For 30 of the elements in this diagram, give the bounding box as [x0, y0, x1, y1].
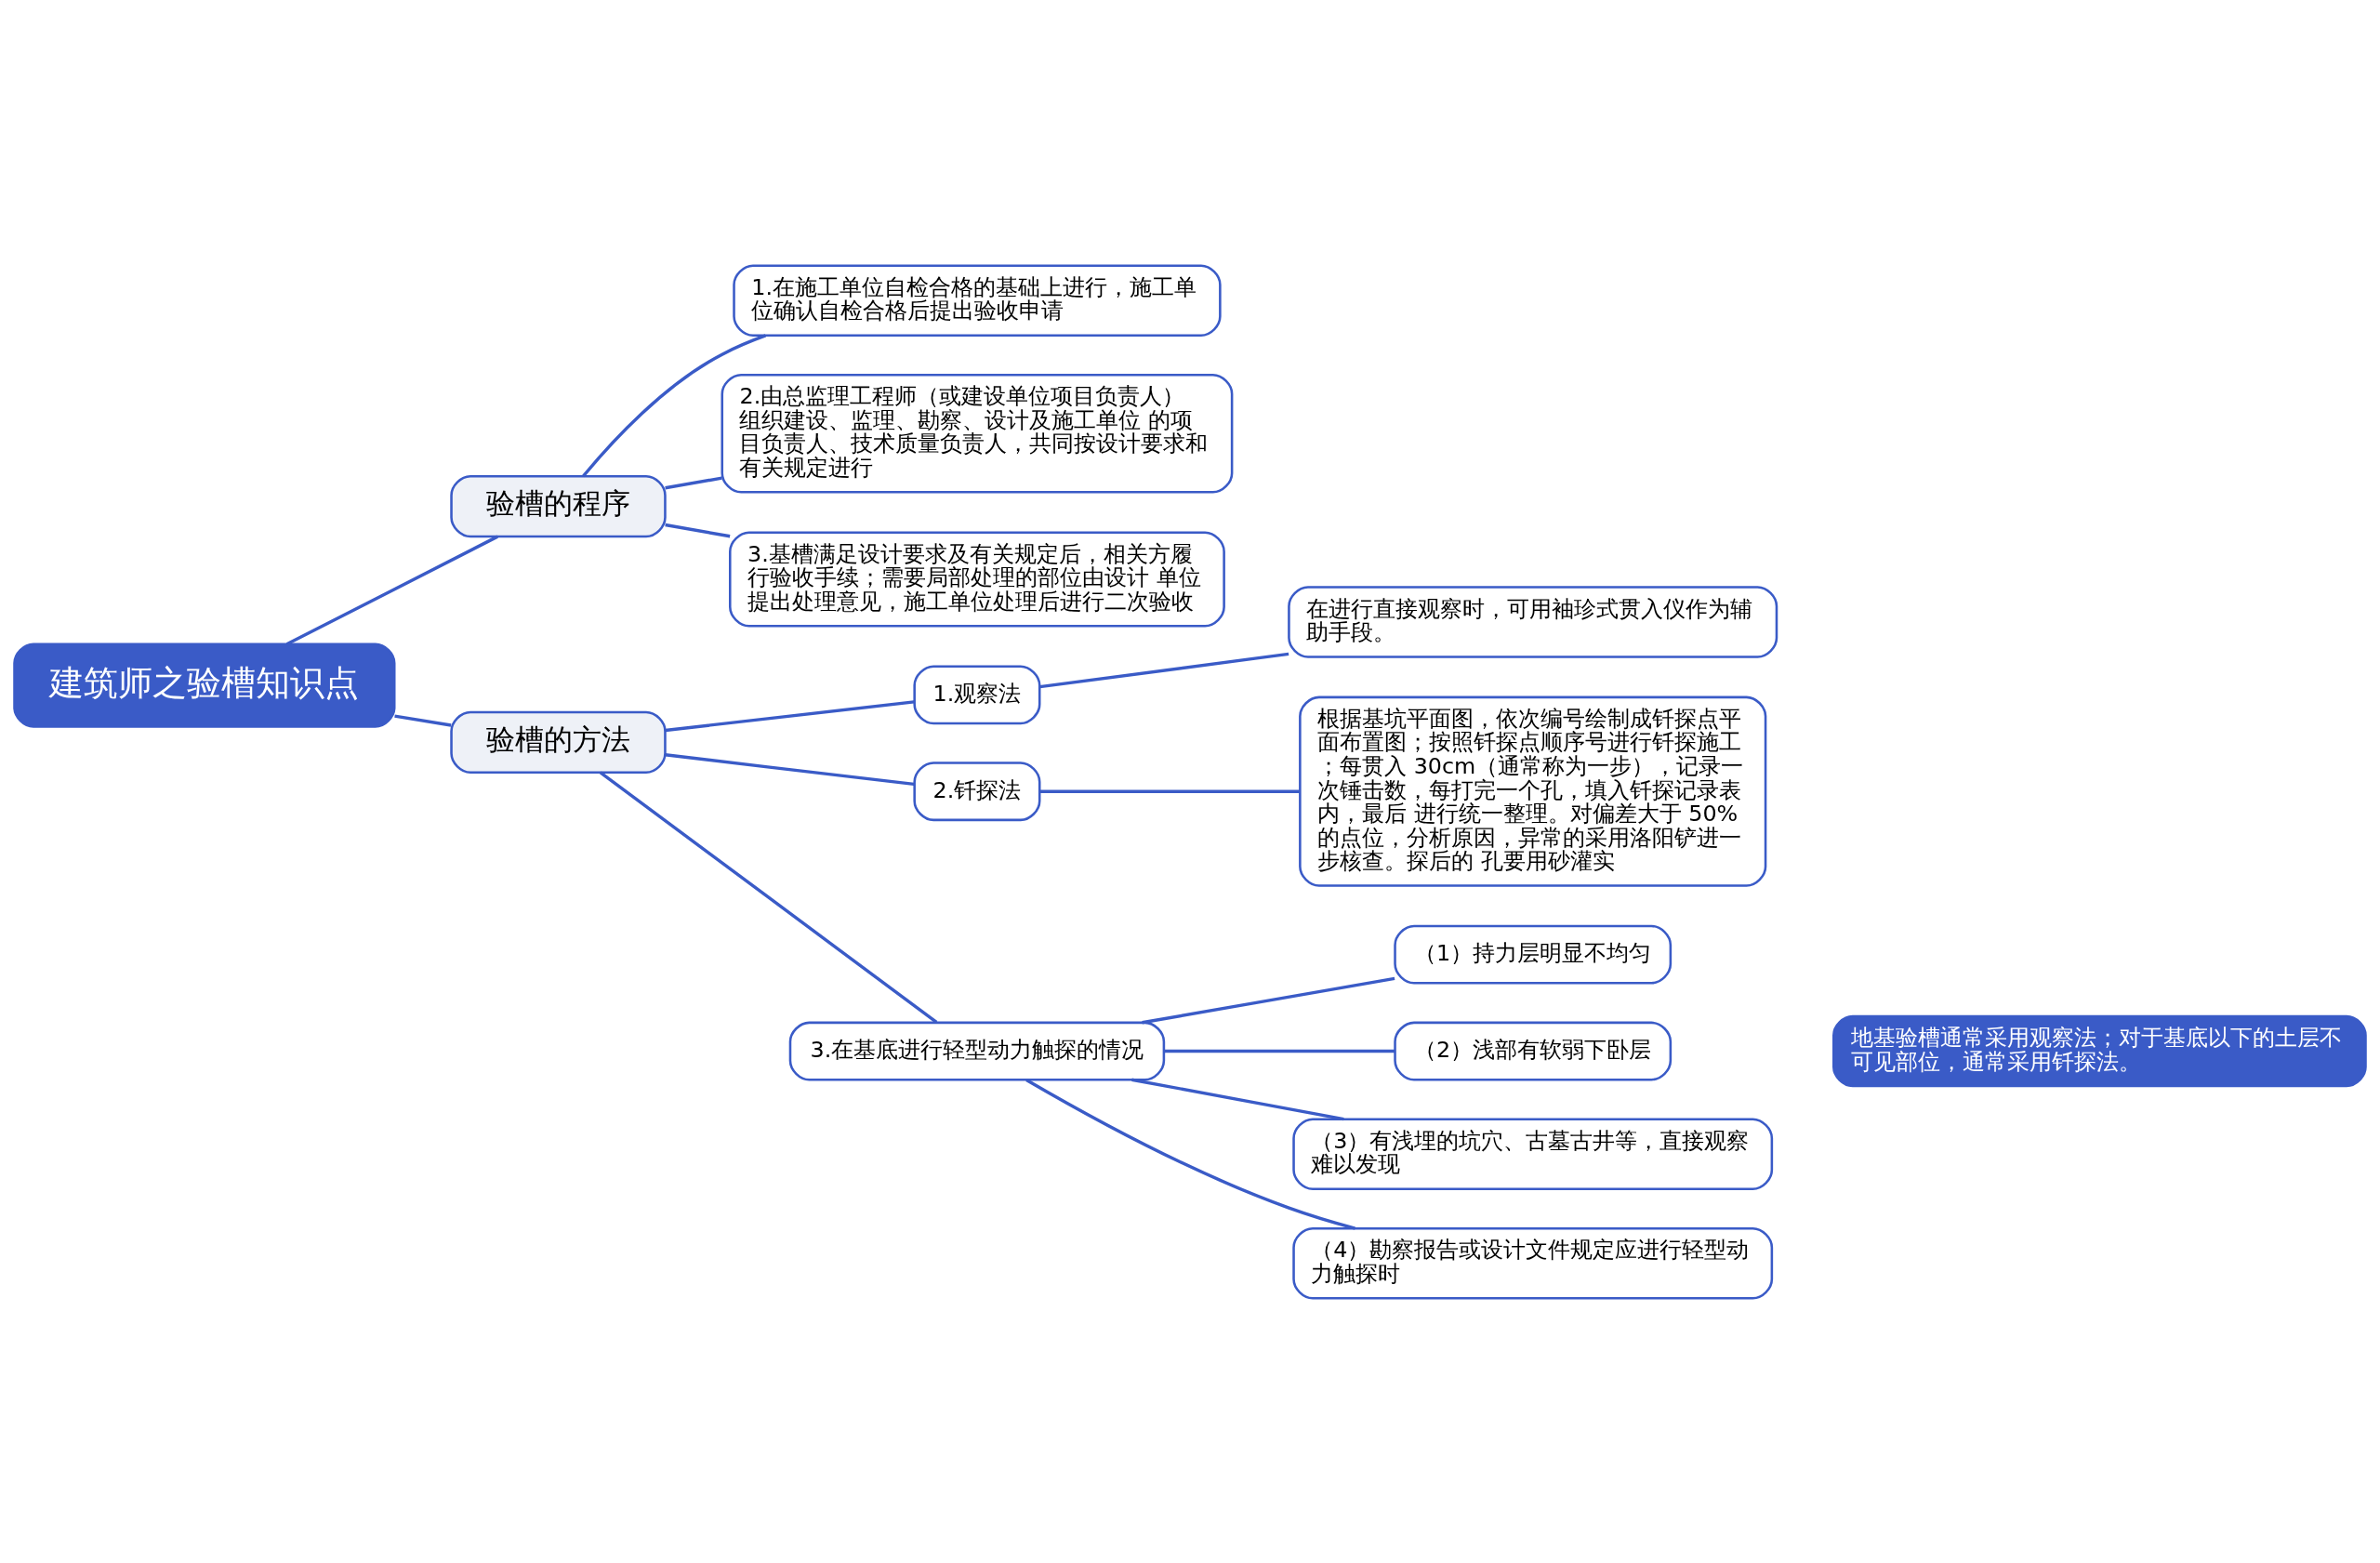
node-box: （3）有浅埋的坑穴、古墓古井等，直接观察难以发现	[1292, 1117, 1774, 1190]
connector	[285, 535, 498, 645]
node-box: （4）勘察报告或设计文件规定应进行轻型动力触探时	[1292, 1226, 1774, 1299]
node-box: 1.在施工单位自检合格的基础上进行，施工单位确认自检合格后提出验收申请	[733, 264, 1222, 337]
node-box: 验槽的方法	[450, 710, 667, 774]
node-box: 2.钎探法	[913, 761, 1041, 821]
connector	[582, 333, 767, 477]
connector	[1164, 1049, 1395, 1053]
node-box: 地基验槽通常采用观察法；对于基底以下的土层不可见部位，通常采用钎探法。	[1832, 1014, 2367, 1087]
connector	[665, 475, 722, 489]
connector	[394, 713, 452, 727]
node-box: （1）持力层明显不均匀	[1394, 924, 1673, 985]
node-box: 3.在基底进行轻型动力触探的情况	[788, 1021, 1166, 1080]
connector	[1025, 1078, 1355, 1230]
connector	[1039, 789, 1300, 793]
connector	[665, 752, 915, 786]
node-box: 验槽的程序	[450, 474, 667, 537]
connector	[1039, 652, 1289, 688]
connector	[1131, 1078, 1344, 1120]
node-box: 2.由总监理工程师（或建设单位项目负责人）组织建设、监理、勘察、设计及施工单位 的项目负责人、技术质量负责人，共同按设计要求和有关规定进行	[721, 373, 1234, 494]
connector	[599, 771, 938, 1024]
connector	[1142, 976, 1395, 1024]
node-box: 在进行直接观察时，可用袖珍式贯入仪作为辅助手段。	[1288, 585, 1778, 658]
node-box: 1.观察法	[913, 664, 1041, 724]
node-box: 建筑师之验槽知识点	[13, 642, 396, 728]
node-box: 根据基坑平面图，依次编号绘制成钎探点平面布置图；按照钎探点顺序号进行钎探施工；每贯入 30cm（通常称为一步），记录一次锤击数，每打完一个孔，填入钎探记录表内，最后 进行统一整理。对偏差大于 50%的点位，分析原因，异常的采用洛阳铲进一步核查。探后的 孔要用砂灌实	[1299, 695, 1767, 887]
connector	[665, 523, 731, 537]
connector	[665, 699, 915, 732]
node-box: 3.基槽满足设计要求及有关规定后，相关方履行验收手续；需要局部处理的部位由设计 单位提出处理意见，施工单位处理后进行二次验收	[729, 531, 1225, 628]
node-box: （2）浅部有软弱下卧层	[1394, 1021, 1673, 1080]
